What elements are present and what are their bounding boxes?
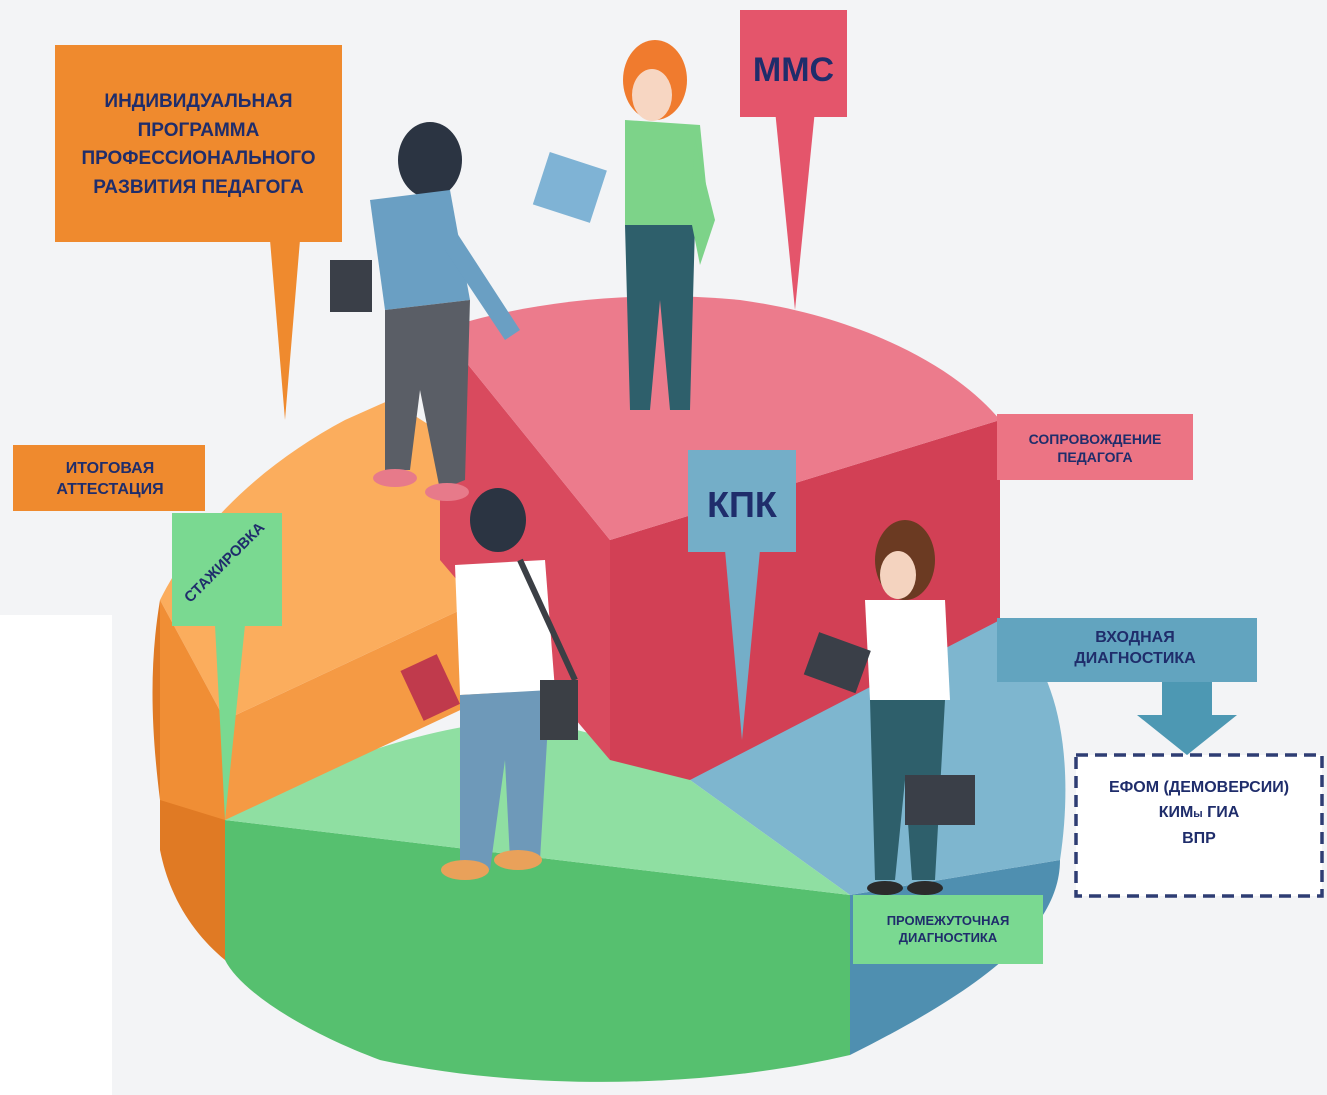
label-kpk: КПК <box>688 475 796 535</box>
callout-internship <box>172 513 282 820</box>
label-final-attestation-line1: ИТОГОВАЯ <box>65 460 155 478</box>
label-mms: ММС <box>740 40 847 100</box>
person-man-left <box>330 122 520 501</box>
label-materials-line2-part1: КИМ <box>1158 804 1194 822</box>
label-intermediate-diagnostics: ПРОМЕЖУТОЧНАЯ ДИАГНОСТИКА <box>853 902 1043 958</box>
callout-mms <box>740 10 847 310</box>
person-woman-right <box>803 520 975 895</box>
label-individual-program-line3: ПРОФЕССИОНАЛЬНОГО <box>81 148 316 169</box>
label-mms-text: ММС <box>752 50 835 89</box>
label-individual-program-line2: ПРОГРАММА <box>137 119 260 141</box>
callout-teacher-support <box>997 414 1193 480</box>
label-entry-diagnostics-line1: ВХОДНАЯ <box>1095 629 1175 647</box>
label-individual-program: ИНДИВИДУАЛЬНАЯ ПРОГРАММА ПРОФЕССИОНАЛЬНО… <box>55 60 342 230</box>
person-man-front <box>400 488 578 880</box>
callout-kpk <box>688 450 796 740</box>
callout-intermediate-diagnostics <box>853 895 1043 964</box>
callout-entry-diagnostics <box>997 618 1257 755</box>
label-materials-line2-part3: ГИА <box>1202 804 1240 822</box>
callout-final-attestation <box>13 445 205 511</box>
pie-slice-orange-face <box>160 600 225 820</box>
pie-slice-red-top <box>440 296 1000 540</box>
callout-individual-program <box>55 45 342 420</box>
label-teacher-support-line1: СОПРОВОЖДЕНИЕ <box>1028 430 1162 447</box>
label-entry-diagnostics: ВХОДНАЯ ДИАГНОСТИКА <box>1010 620 1260 678</box>
label-materials-line2-part2: ы <box>1193 808 1203 821</box>
label-teacher-support-line2: ПЕДАГОГА <box>1057 449 1133 465</box>
label-materials-line1: ЕФОМ (ДЕМОВЕРСИИ) <box>1108 778 1290 796</box>
label-kpk-text: КПК <box>707 483 777 525</box>
label-teacher-support: СОПРОВОЖДЕНИЕ ПЕДАГОГА <box>997 420 1193 476</box>
down-arrow-icon <box>1137 682 1237 755</box>
pie-slice-red-front-left <box>440 330 610 760</box>
label-final-attestation-line2: АТТЕСТАЦИЯ <box>56 481 164 498</box>
label-individual-program-line1: ИНДИВИДУАЛЬНАЯ <box>104 91 293 112</box>
pie-slice-green-side <box>225 820 850 1082</box>
label-materials-line3: ВПР <box>1182 829 1216 847</box>
label-materials-line2: КИМы ГИА <box>1159 800 1240 826</box>
label-entry-diagnostics-line2: ДИАГНОСТИКА <box>1074 650 1196 667</box>
materials-box <box>1074 753 1324 898</box>
label-final-attestation: ИТОГОВАЯ АТТЕСТАЦИЯ <box>30 452 190 508</box>
label-individual-program-line4: РАЗВИТИЯ ПЕДАГОГА <box>93 176 304 198</box>
label-intermediate-diagnostics-line2: ДИАГНОСТИКА <box>898 930 998 945</box>
label-materials: ЕФОМ (ДЕМОВЕРСИИ) КИМы ГИА ВПР <box>1076 768 1322 858</box>
person-woman-top <box>532 40 715 410</box>
label-intermediate-diagnostics-line1: ПРОМЕЖУТОЧНАЯ <box>886 913 1010 929</box>
